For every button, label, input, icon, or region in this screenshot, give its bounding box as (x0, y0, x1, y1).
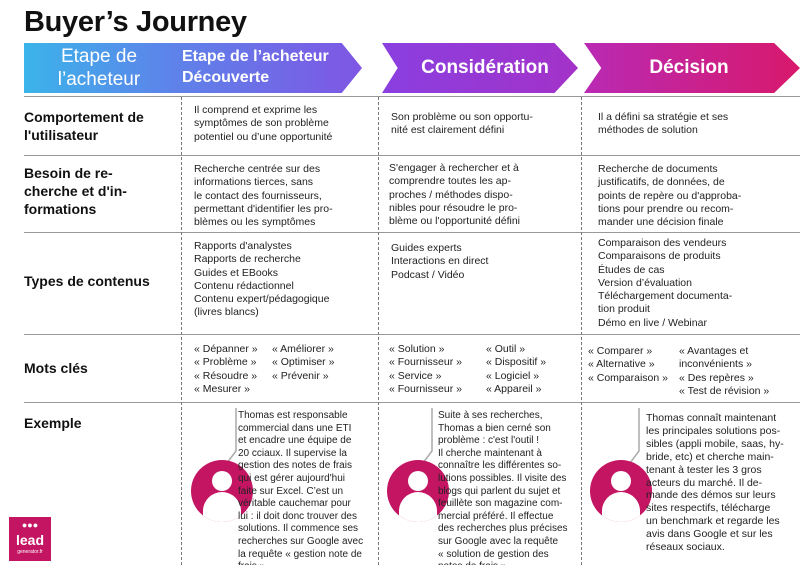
logo-text-lead: lead (15, 532, 44, 548)
column-header-discovery: Etape de l’acheteur Découverte (182, 48, 329, 86)
stage-header-arrow-decision: Décision (584, 43, 800, 93)
row-label-keywords: Mots clés (24, 360, 88, 376)
column-header-consideration: Considération (421, 57, 549, 78)
row-divider (24, 96, 800, 97)
row-label-content-types: Types de contenus (24, 273, 150, 289)
row-label-example: Exemple (24, 415, 82, 431)
stage-header-arrow-consideration: Considération (382, 43, 578, 93)
stage-header-arrow-discovery: Etape de l’acheteur Etape de l’acheteur … (24, 43, 362, 93)
row-label-behavior: Comportement de l'utilisateur (24, 109, 144, 143)
cell-behavior-decision: Il a défini sa stratégie et ses méthodes… (598, 111, 729, 137)
people-icon: ●●● (21, 520, 39, 530)
cell-needs-decision: Recherche de documents justificatifs, de… (598, 163, 742, 229)
logo-text-generator: generator.fr (17, 549, 43, 555)
column-divider (378, 97, 379, 565)
row-divider (24, 334, 800, 335)
cell-types-consideration: Guides experts Interactions en direct Po… (391, 242, 489, 281)
cell-types-discovery: Rapports d'analystes Rapports de recherc… (194, 240, 330, 319)
cell-example-decision: Thomas connaît maintenant les principale… (646, 412, 784, 554)
cell-types-decision: Comparaison des vendeurs Comparaisons de… (598, 237, 733, 329)
keywords-consideration-col-a: « Solution » « Fournisseur » « Service »… (389, 343, 462, 395)
row-divider (24, 155, 800, 156)
cell-example-discovery: Thomas est responsable commercial dans u… (238, 410, 364, 565)
keywords-discovery-col-a: « Dépanner » « Problème » « Résoudre » «… (194, 343, 258, 395)
person-avatar-icon (191, 460, 253, 522)
row-divider (24, 232, 800, 233)
lead-generator-logo: ●●● lead generator.fr (9, 517, 51, 561)
person-avatar-icon (590, 460, 652, 522)
person-avatar-icon (387, 460, 449, 522)
cell-needs-consideration: S'engager à rechercher et à comprendre t… (389, 162, 521, 228)
keywords-discovery-col-b: « Améliorer » « Optimiser » « Prévenir » (272, 343, 335, 382)
column-header-decision: Décision (649, 57, 729, 78)
column-divider (181, 97, 182, 565)
column-header-stage: Etape de l’acheteur (57, 46, 141, 90)
cell-needs-discovery: Recherche centrée sur des informations t… (194, 163, 333, 229)
cell-example-consideration: Suite à ses recherches, Thomas a bien ce… (438, 410, 568, 565)
cell-behavior-consideration: Son problème ou son opportu- nité est cl… (391, 111, 533, 137)
page-title: Buyer’s Journey (24, 6, 247, 38)
column-divider (581, 97, 582, 565)
cell-behavior-discovery: Il comprend et exprime les symptômes de … (194, 104, 333, 143)
keywords-consideration-col-b: « Outil » « Dispositif » « Logiciel » « … (486, 343, 547, 395)
row-divider (24, 402, 800, 403)
keywords-decision-col-b: « Avantages et inconvénients » « Des rep… (679, 345, 770, 397)
row-label-research-needs: Besoin de re- cherche et d'in- formation… (24, 165, 127, 217)
keywords-decision-col-a: « Comparer » « Alternative » « Comparais… (588, 345, 668, 384)
